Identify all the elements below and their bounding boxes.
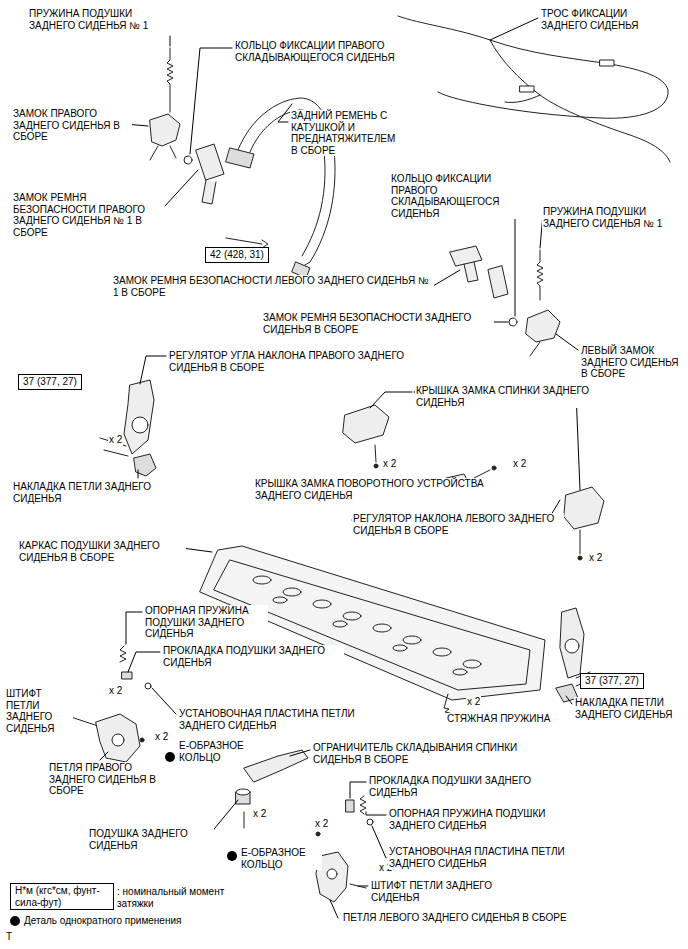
cushion-spring <box>167 48 543 300</box>
quantity-mark: x 2 <box>314 818 329 830</box>
e-ring <box>165 752 175 762</box>
belt-buckle <box>196 144 224 204</box>
lock-ring <box>184 156 192 164</box>
recliner <box>124 380 154 454</box>
part-label: КРЫШКА ЗАМКА СПИНКИ ЗАДНЕГО СИДЕНЬЯ <box>415 385 617 408</box>
part-label: КРЫШКА ЗАМКА ПОВОРОТНОГО УСТРОЙСТВА ЗАДН… <box>254 478 506 501</box>
seat-hinge <box>96 714 140 762</box>
torque-box: 37 (377, 27) <box>18 374 82 390</box>
part-label: ЗАМОК РЕМНЯ БЕЗОПАСНОСТИ ПРАВОГО ЗАДНЕГО… <box>12 192 164 238</box>
support-spring <box>360 796 366 814</box>
part-label: ПРУЖИНА ПОДУШКИ ЗАДНЕГО СИДЕНЬЯ № 1 <box>28 8 170 31</box>
part-label: УСТАНОВОЧНАЯ ПЛАСТИНА ПЕТЛИ ЗАДНЕГО СИДЕ… <box>388 846 610 869</box>
part-label: ЗАМОК РЕМНЯ БЕЗОПАСНОСТИ ЛЕВОГО ЗАДНЕГО … <box>112 275 434 298</box>
part-label: НАКЛАДКА ПЕТЛИ ЗАДНЕГО СИДЕНЬЯ <box>574 697 684 720</box>
part-label: КОЛЬЦО ФИКСАЦИИ ПРАВОГО СКЛАДЫВАЮЩЕГОСЯ … <box>234 40 436 63</box>
part-label: ШТИФТ ПЕТЛИ ЗАДНЕГО СИДЕНЬЯ <box>370 880 542 903</box>
torque-legend-box: Н*м (кгс*см, фунт-сила-фут) <box>10 883 114 910</box>
belt-buckle <box>450 246 482 282</box>
seat-lock <box>526 310 560 356</box>
part-label: РЕГУЛЯТОР УГЛА НАКЛОНА ПРАВОГО ЗАДНЕГО С… <box>168 350 442 373</box>
part-label: ПЕТЛЯ ПРАВОГО ЗАДНЕГО СИДЕНЬЯ В СБОРЕ <box>48 762 166 797</box>
quantity-mark: x 2 <box>512 458 527 470</box>
cushion-pad <box>346 800 354 812</box>
torque-value: Н*м (кгс*см, фунт-сила-фут) <box>15 885 109 908</box>
cushion-pad <box>122 672 132 679</box>
torque-box: 37 (377, 27) <box>580 673 644 689</box>
quantity-mark: x 2 <box>588 552 603 564</box>
part-label: ОПОРНАЯ ПРУЖИНА ПОДУШКИ ЗАДНЕГО СИДЕНЬЯ <box>388 808 590 831</box>
torque-value: 37 (377, 27) <box>23 376 77 388</box>
legend-text: Деталь однократного применения <box>24 915 181 927</box>
part-label: КАРКАС ПОДУШКИ ЗАДНЕГО СИДЕНЬЯ В СБОРЕ <box>18 540 186 563</box>
lock-cable <box>398 16 670 162</box>
part-label: : номинальный момент затяжки <box>116 886 238 909</box>
lock-cover <box>343 405 389 443</box>
seat-lock <box>150 114 180 160</box>
part-label: ПОДУШКА ЗАДНЕГО СИДЕНЬЯ <box>88 828 214 851</box>
part-label: ПРУЖИНА ПОДУШКИ ЗАДНЕГО СИДЕНЬЯ № 1 <box>542 206 684 229</box>
part-label: ЗАДНИЙ РЕМЕНЬ С КАТУШКОЙ И ПРЕДНАТЯЖИТЕЛ… <box>290 110 404 156</box>
part-label: ЛЕВЫЙ ЗАМОК ЗАДНЕГО СИДЕНЬЯ В СБОРЕ <box>580 345 684 380</box>
quantity-mark: x 2 <box>108 685 123 697</box>
quantity-mark: x 2 <box>252 808 267 820</box>
torque-box: 42 (428, 31) <box>205 247 269 263</box>
quantity-mark: x 2 <box>466 696 481 708</box>
part-label: ОГРАНИЧИТЕЛЬ СКЛАДЫВАНИЯ СПИНКИ СИДЕНЬЯ … <box>312 742 554 765</box>
quantity-mark: x 2 <box>108 434 123 446</box>
legend-item: Деталь однократного применения <box>10 915 181 927</box>
part-label: ТРОС ФИКСАЦИИ ЗАДНЕГО СИДЕНЬЯ <box>540 8 662 31</box>
part-label: УСТАНОВОЧНАЯ ПЛАСТИНА ПЕТЛИ ЗАДНЕГО СИДЕ… <box>178 708 380 731</box>
part-label: ШТИФТ ПЕТЛИ ЗАДНЕГО СИДЕНЬЯ <box>5 688 73 734</box>
part-label: ЗАМОК РЕМНЯ БЕЗОПАСНОСТИ ЗАДНЕГО СИДЕНЬЯ… <box>262 312 494 335</box>
lock-ring <box>509 318 517 326</box>
part-label: НАКЛАДКА ПЕТЛИ ЗАДНЕГО СИДЕНЬЯ <box>12 481 164 504</box>
quantity-mark: x 2 <box>382 458 397 470</box>
part-label: РЕГУЛЯТОР НАКЛОНА ЛЕВОГО ЗАДНЕГО СИДЕНЬЯ… <box>352 513 564 536</box>
part-label: ЗАМОК ПРАВОГО ЗАДНЕГО СИДЕНЬЯ В СБОРЕ <box>12 108 132 143</box>
part-label: ПРОКЛАДКА ПОДУШКИ ЗАДНЕГО СИДЕНЬЯ <box>368 775 566 798</box>
part-label: Е-ОБРАЗНОЕ КОЛЬЦО <box>178 740 250 763</box>
part-label: ПРОКЛАДКА ПОДУШКИ ЗАДНЕГО СИДЕНЬЯ <box>162 645 344 668</box>
torque-value: 42 (428, 31) <box>210 249 264 261</box>
retractor <box>226 148 254 168</box>
recliner <box>564 487 604 529</box>
legend-swatch <box>10 916 20 926</box>
part-label: T <box>5 931 13 943</box>
part-label: Е-ОБРАЗНОЕ КОЛЬЦО <box>240 847 322 870</box>
fold-stopper <box>244 750 308 782</box>
part-label: КОЛЬЦО ФИКСАЦИИ ПРАВОГО СКЛАДЫВАЮЩЕГОСЯ … <box>390 173 516 219</box>
part-label: СТЯЖНАЯ ПРУЖИНА <box>446 713 551 725</box>
quantity-mark: x 2 <box>154 731 169 743</box>
e-ring <box>227 851 237 861</box>
part-label: ПЕТЛЯ ЛЕВОГО ЗАДНЕГО СИДЕНЬЯ В СБОРЕ <box>342 912 568 924</box>
part-label: ОПОРНАЯ ПРУЖИНА ПОДУШКИ ЗАДНЕГО СИДЕНЬЯ <box>144 605 268 640</box>
torque-value: 37 (377, 27) <box>585 675 639 687</box>
support-spring <box>120 646 126 662</box>
hinge-cover <box>134 454 156 476</box>
